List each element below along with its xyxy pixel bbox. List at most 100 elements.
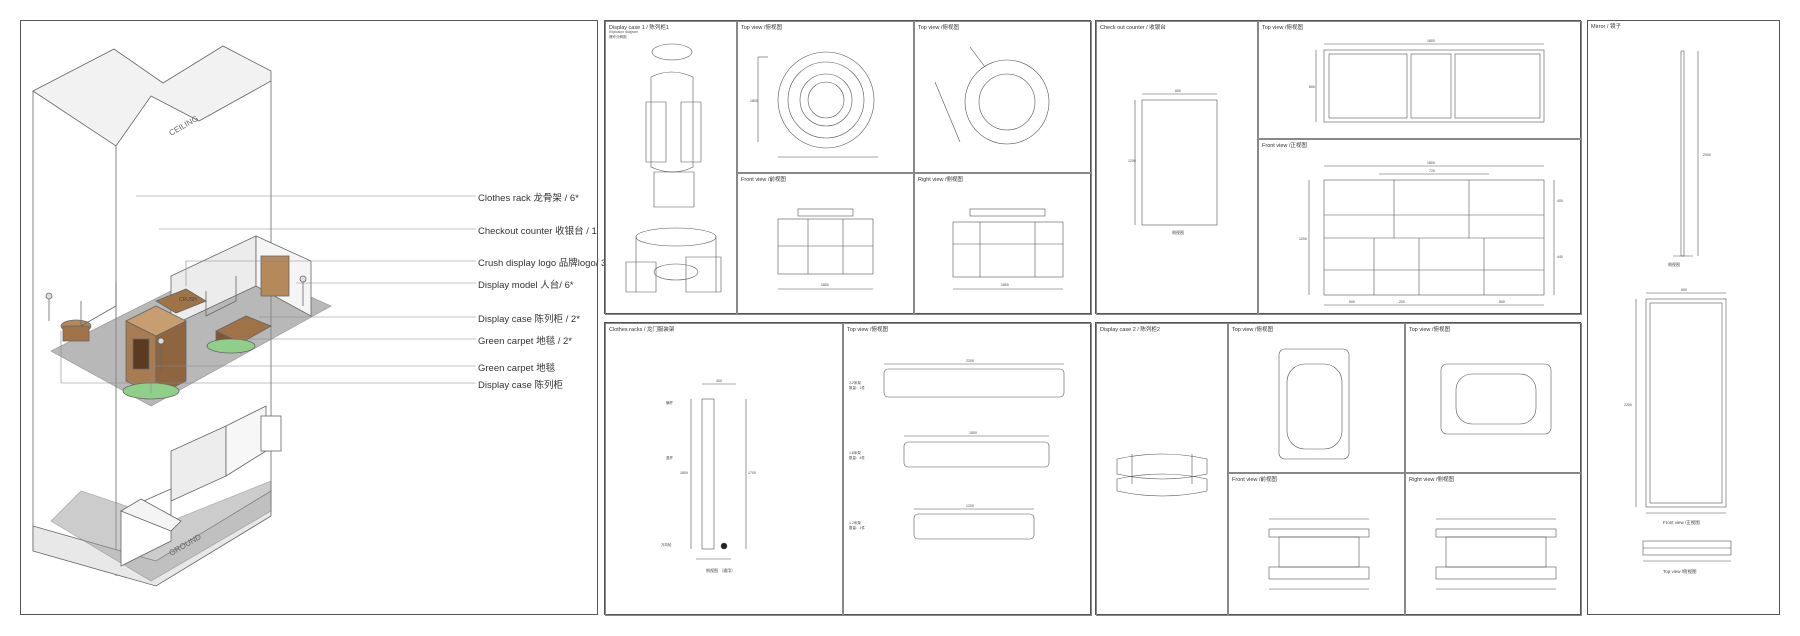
dc2-top-view-b-drawing — [1440, 363, 1552, 435]
clothes-racks-title: Clothes racks / 龙门服装架 — [609, 327, 675, 333]
checkout-title: Check out counter / 收银台 — [1100, 25, 1166, 31]
dc1-front-view-drawing: 1800 — [777, 208, 874, 290]
dc2-right-view-drawing — [1435, 518, 1557, 590]
mirror-drawing: 2000 600 2200 侧视图 Front view /正视图 Top vi… — [1624, 50, 1732, 575]
svg-text:500: 500 — [1349, 300, 1355, 304]
svg-text:500: 500 — [1499, 300, 1505, 304]
svg-text:1800: 1800 — [750, 99, 758, 103]
svg-text:1700: 1700 — [748, 471, 756, 475]
svg-text:2000: 2000 — [1703, 153, 1711, 157]
rack-row-0-qty: 数量：1件 — [849, 385, 865, 390]
mirror-panel: Mirror / 镜子 2000 600 2200 侧视图 Front view… — [1587, 20, 1780, 615]
checkout-panel: Check out counter / 收银台 600 1200 侧视图 Top… — [1095, 20, 1582, 315]
checkout-top-title: Top view /俯视图 — [1262, 25, 1303, 31]
callout-clothes-rack: Clothes rack 龙骨架 / 6* — [478, 193, 579, 204]
svg-text:440: 440 — [1557, 255, 1563, 259]
dc2-front-view-title: Front view /前视图 — [1232, 477, 1277, 483]
rack-row-1-qty: 数量：4件 — [849, 455, 865, 460]
svg-text:1200: 1200 — [1299, 237, 1307, 241]
svg-text:1800: 1800 — [821, 283, 829, 287]
svg-text:400: 400 — [1557, 199, 1563, 203]
dc1-top-view-a-title: Top view /俯视图 — [741, 25, 782, 31]
racks-side-drawing: 400 1800 1700 横杆 竖杆 万向轮 侧视图 （通用） — [661, 379, 756, 573]
dc1-top-view-b-drawing — [934, 46, 1050, 145]
mirror-top-caption: Top view /俯视图 — [1663, 568, 1697, 575]
racks-top-cell: Top view /俯视图 2.2米架 数量：1件 2200 1.8米架 数量：… — [843, 323, 1092, 616]
racks-wheel-label: 万向轮 — [661, 542, 672, 547]
isometric-drawing: CEILING GROUND CRUSH — [32, 45, 476, 587]
svg-text:200: 200 — [1399, 300, 1405, 304]
callout-green-carpet: Green carpet 地毯 / 2* — [478, 336, 572, 347]
svg-text:2200: 2200 — [1624, 403, 1632, 407]
checkout-side-caption: 侧视图 — [1172, 229, 1184, 235]
racks-side-cell: Clothes racks / 龙门服装架 400 1800 1700 横杆 竖… — [605, 323, 843, 616]
svg-text:600: 600 — [1175, 89, 1181, 93]
dc1-top-view-a-drawing: 1800 — [750, 51, 878, 158]
dc2-front-view-drawing — [1268, 518, 1370, 590]
dc2-iso-cell: Display case 2 / 陈列柜2 — [1096, 323, 1228, 616]
checkout-front-title: Front view /正视图 — [1262, 143, 1307, 149]
dc2-right-view-title: Right view /侧视图 — [1409, 477, 1454, 483]
dc1-front-view-title: Front view /前视图 — [741, 177, 786, 183]
racks-side-caption: 侧视图 （通用） — [706, 567, 735, 573]
racks-rail-label: 横杆 — [666, 400, 674, 405]
callout-green-carpet-2: Green carpet 地毯 — [478, 363, 556, 374]
checkout-top-cell: Top view /俯视图 1800 800 — [1258, 21, 1582, 139]
dc1-top-view-b: Top view /俯视图 — [914, 21, 1092, 173]
checkout-front-drawing: 1800 720 1200 400 440 500 500 200 — [1299, 161, 1563, 306]
rack-row-2-tag: 1.2米架 — [849, 520, 861, 525]
svg-text:1800: 1800 — [1427, 161, 1435, 165]
clothes-racks-panel: Clothes racks / 龙门服装架 400 1800 1700 横杆 竖… — [604, 322, 1092, 616]
dc2-top-view-a-drawing — [1278, 348, 1350, 460]
checkout-side-cell: Check out counter / 收银台 600 1200 侧视图 — [1096, 21, 1258, 315]
explosion-drawing — [625, 43, 722, 293]
checkout-top-drawing: 1800 800 — [1309, 39, 1545, 123]
callout-display-model: Display model 人台/ 6* — [478, 280, 574, 291]
svg-text:1800: 1800 — [1427, 39, 1435, 43]
dc2-top-view-b-title: Top view /俯视图 — [1409, 327, 1450, 333]
isometric-panel: CEILING GROUND CRUSH Clothes rack 龙骨架 / … — [20, 20, 610, 615]
racks-top-drawing: 2.2米架 数量：1件 2200 1.8米架 数量：4件 1800 1.2米架 … — [849, 359, 1065, 540]
dc1-front-view: Front view /前视图 1800 — [737, 173, 914, 315]
racks-post-label: 竖杆 — [666, 455, 674, 460]
dc2-right-view: Right view /侧视图 — [1405, 473, 1582, 616]
svg-text:1800: 1800 — [680, 471, 688, 475]
dc1-top-view-b-title: Top view /俯视图 — [918, 25, 959, 31]
dc2-top-view-b: Top view /俯视图 — [1405, 323, 1582, 473]
brand-logo-text: CRUSH — [179, 297, 197, 303]
rack-row-1-width: 1800 — [969, 431, 977, 435]
svg-text:1800: 1800 — [1001, 283, 1009, 287]
svg-text:800: 800 — [1309, 85, 1315, 89]
dc2-top-view-a-title: Top view /俯视图 — [1232, 327, 1273, 333]
dc1-top-view-a: Top view /俯视图 1800 — [737, 21, 914, 173]
svg-text:720: 720 — [1429, 169, 1435, 173]
dc2-iso-drawing — [1116, 453, 1208, 497]
ceiling-text: CEILING — [168, 114, 200, 138]
dc2-front-view: Front view /前视图 — [1228, 473, 1405, 616]
mirror-side-caption: 侧视图 — [1668, 261, 1680, 267]
callout-display-case-2: Display case 陈列柜 — [478, 380, 563, 391]
mirror-front-caption: Front view /正视图 — [1663, 519, 1700, 526]
callout-checkout-counter: Checkout counter 收银台 / 1 — [478, 226, 597, 237]
rack-row-0-width: 2200 — [966, 359, 974, 363]
svg-text:1200: 1200 — [1128, 159, 1136, 163]
callout-display-logo: Crush display logo 品牌logo/ 3* — [478, 258, 611, 269]
dc2-top-view-a: Top view /俯视图 — [1228, 323, 1405, 473]
svg-text:600: 600 — [1681, 288, 1687, 292]
display-case-2-panel: Display case 2 / 陈列柜2 Top view /俯视图 Top … — [1095, 322, 1582, 616]
checkout-side-drawing: 600 1200 侧视图 — [1128, 89, 1218, 235]
rack-row-2-width: 1200 — [966, 504, 974, 508]
dc1-right-view-drawing: 1800 — [952, 208, 1064, 290]
display-case-2-title: Display case 2 / 陈列柜2 — [1100, 327, 1160, 333]
callout-display-case: Display case 陈列柜 / 2* — [478, 314, 580, 325]
dc1-right-view-title: Right view /侧视图 — [918, 177, 963, 183]
display-case-1-title: Display case 1 / 陈列柜1 — [609, 25, 669, 31]
checkout-front-cell: Front view /正视图 1800 720 1200 400 440 50… — [1258, 139, 1582, 315]
rack-row-2-qty: 数量：1件 — [849, 525, 865, 530]
mirror-title: Mirror / 镜子 — [1591, 24, 1621, 30]
dc1-right-view: Right view /侧视图 1800 — [914, 173, 1092, 315]
rack-row-1-tag: 1.8米架 — [849, 450, 861, 455]
